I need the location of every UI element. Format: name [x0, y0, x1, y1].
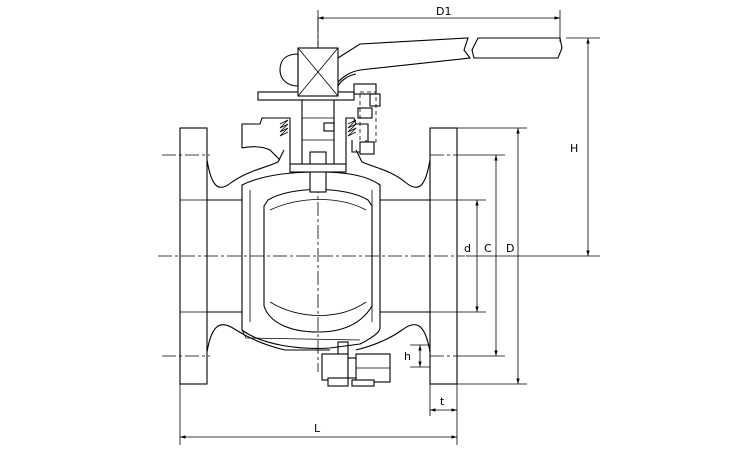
left-flange — [179, 127, 208, 385]
stem-assembly — [241, 83, 381, 193]
dim-c-label: C — [484, 242, 492, 255]
dim-t-label: t — [440, 395, 445, 408]
dim-d-large-label: D — [506, 242, 514, 255]
dimensions: D1 H d C D h t L — [179, 5, 600, 445]
dim-h-label: H — [570, 142, 578, 155]
dim-l-label: L — [314, 422, 321, 435]
handle-assembly — [257, 37, 563, 101]
drain-plug — [321, 341, 391, 387]
dim-h-small-label: h — [404, 350, 411, 363]
right-flange — [429, 127, 458, 385]
dim-d1-label: D1 — [436, 5, 451, 18]
dim-d-small-label: d — [464, 242, 471, 255]
